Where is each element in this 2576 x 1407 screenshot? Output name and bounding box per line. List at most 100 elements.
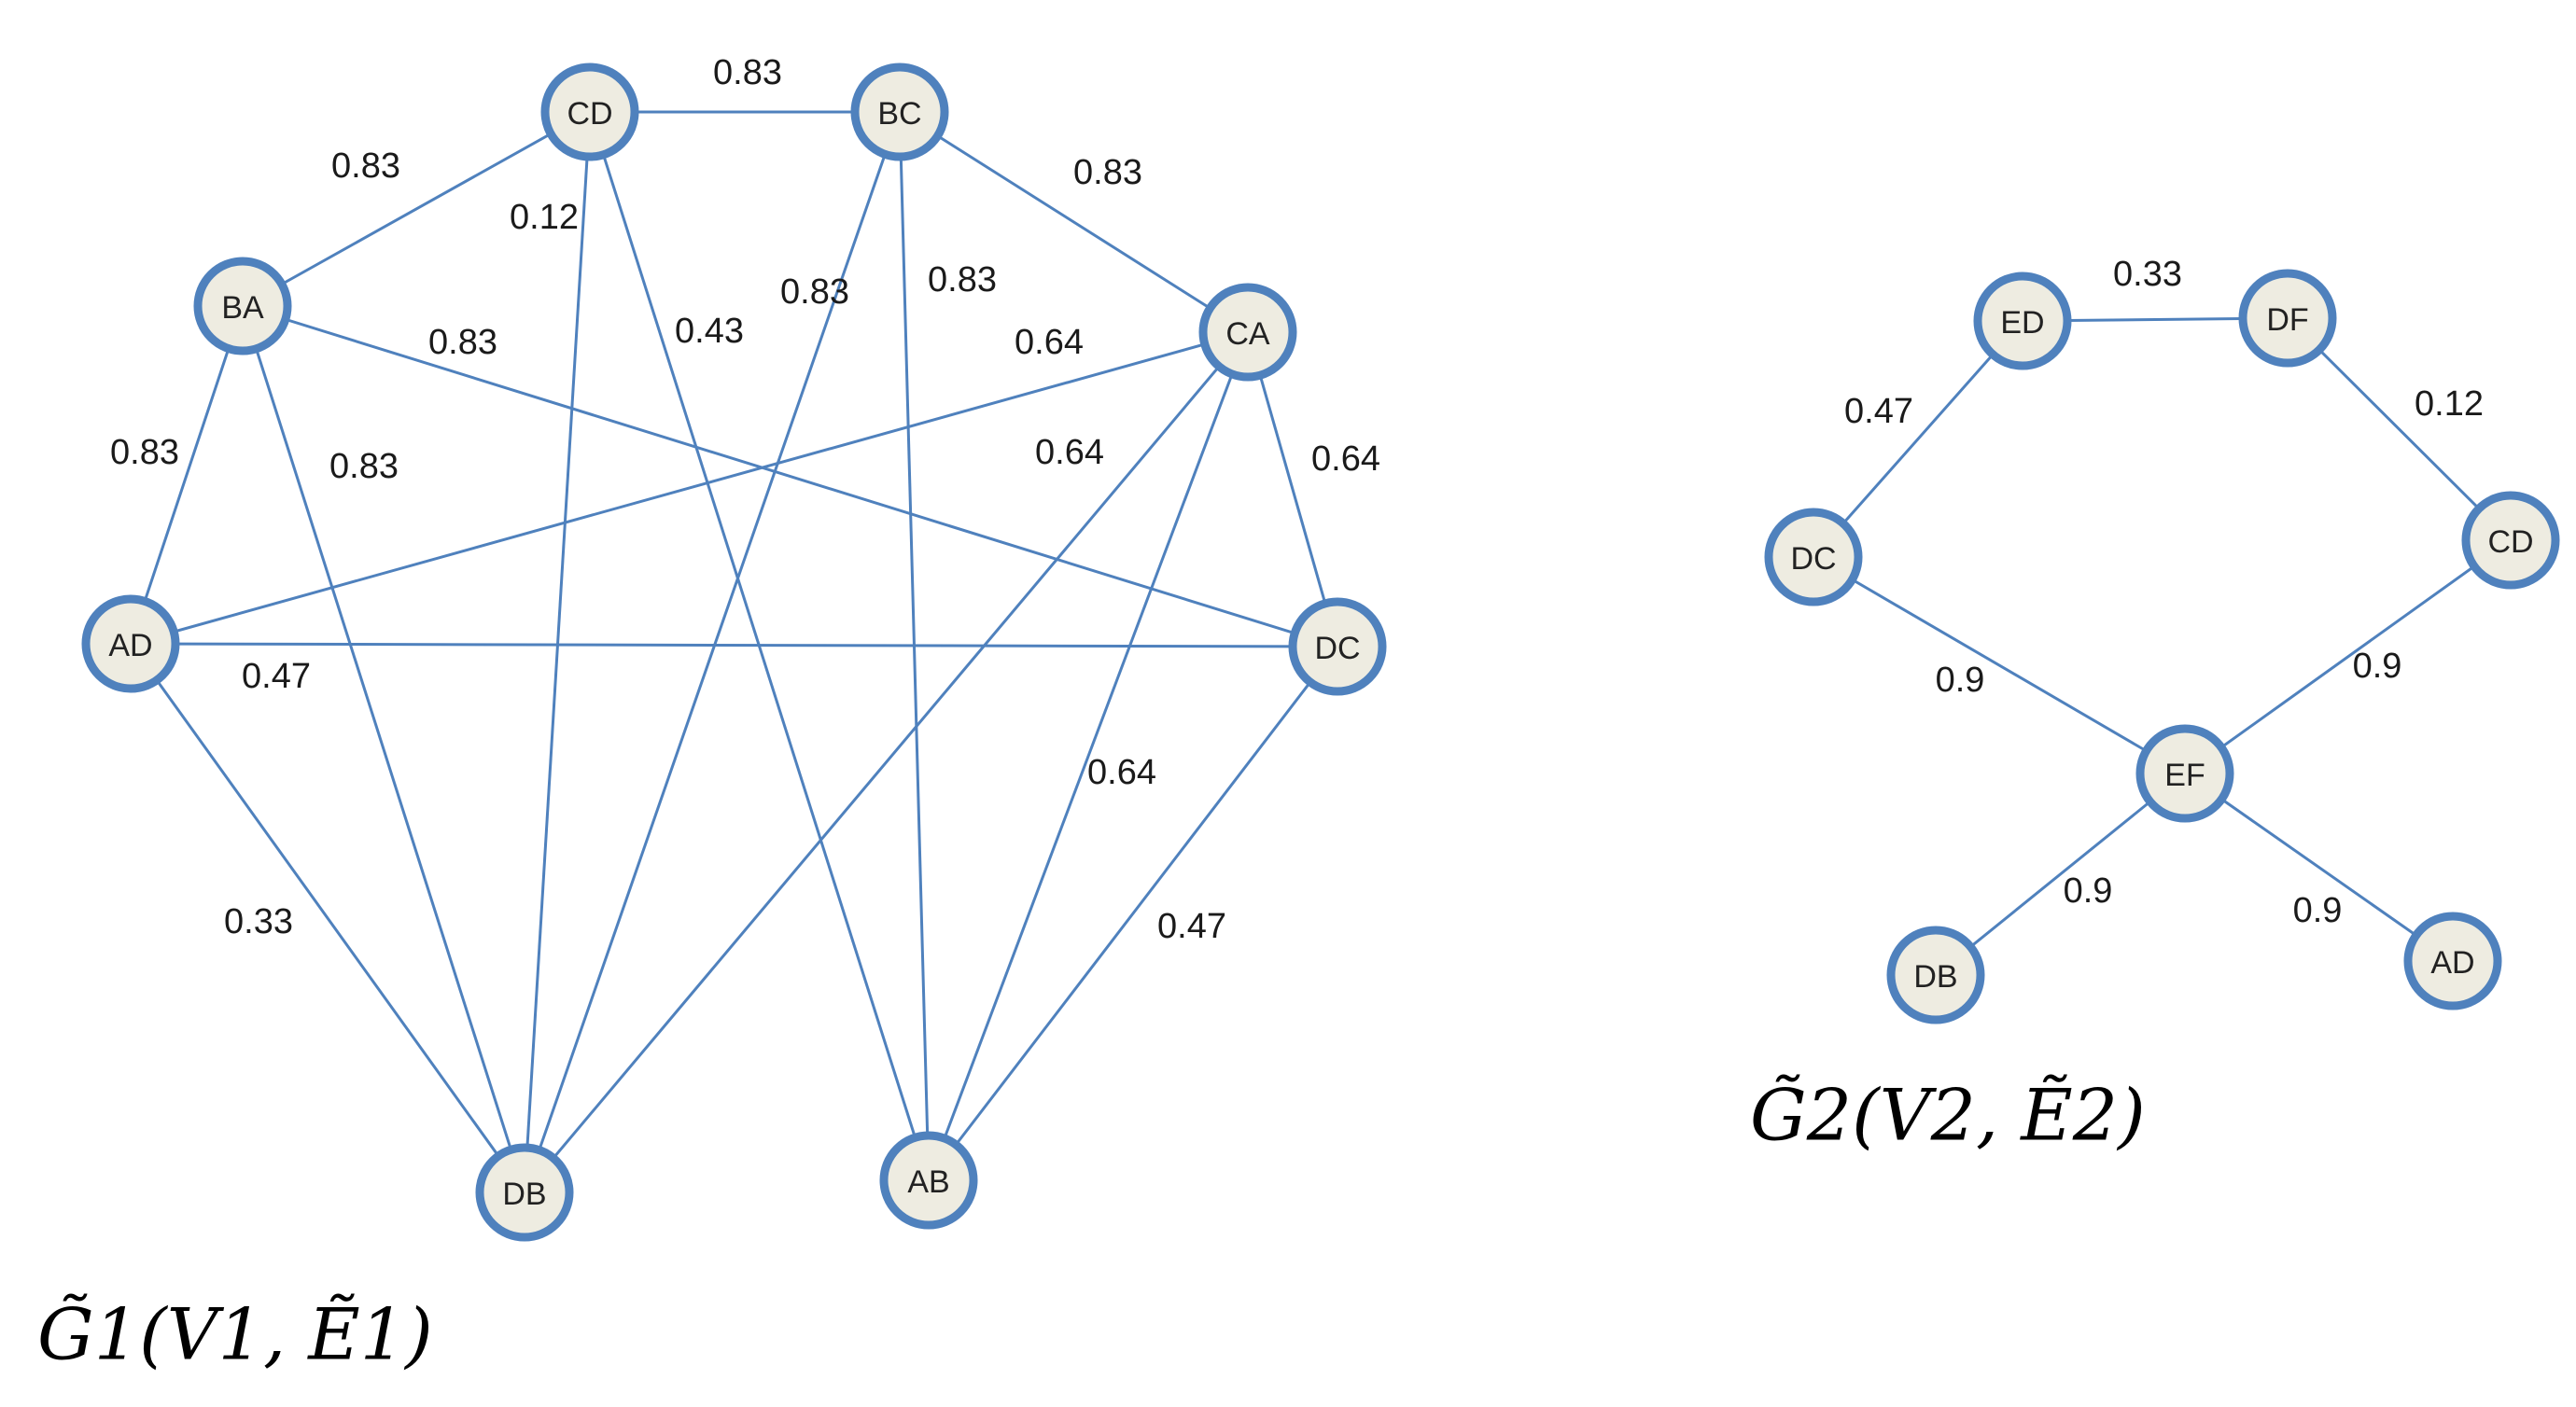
g1-edge-weights: 0.83 0.83 0.83 0.12 0.43 0.83 0.83 0.83 0.83 0.83…: [110, 53, 1380, 946]
g1-weight-ca-dc: 0.64: [1311, 439, 1380, 479]
g1-node-label-bc: BC: [877, 96, 921, 132]
g2-node-ad: AD: [2403, 912, 2502, 1010]
g1-weight-ca-db: 0.64: [1035, 433, 1104, 472]
g1-edge-ca-ab: [927, 331, 1250, 1181]
g1-node-label-dc: DC: [1314, 631, 1360, 666]
g1-weight-cd-ba: 0.83: [331, 146, 400, 186]
g1-node-bc: BC: [850, 63, 949, 161]
g1-node-ba: BA: [193, 257, 292, 355]
g1-caption: G̃1(V1, Ẽ1): [37, 1292, 433, 1376]
g1-edge-ad-dc: [130, 642, 1338, 648]
g1-weight-cd-ab: 0.43: [675, 312, 744, 351]
g1-node-circle-bc: [850, 63, 949, 161]
g1-node-dc: DC: [1288, 597, 1387, 696]
g2-node-label-db: DB: [1913, 959, 1957, 995]
g2-node-db: DB: [1886, 926, 1985, 1024]
g1-node-circle-ab: [879, 1131, 978, 1230]
g2-weight-ed-dc: 0.47: [1844, 392, 1913, 431]
g1-weight-ca-ab: 0.64: [1087, 753, 1156, 792]
g1-node-ab: AB: [879, 1131, 978, 1230]
g1-node-label-ba: BA: [221, 290, 264, 326]
g1-node-label-ad: AD: [108, 628, 152, 663]
g2-node-circle-ad: [2403, 912, 2502, 1010]
g1-node-circle-ad: [81, 594, 180, 693]
g1-edge-ba-db: [241, 305, 526, 1193]
g2-node-circle-dc: [1764, 508, 1863, 606]
g2-edge-weights: 0.33 0.47 0.12 0.9 0.9 0.9 0.9: [1844, 255, 2484, 930]
g2-node-label-cd: CD: [2487, 524, 2533, 560]
g2-node-df: DF: [2238, 269, 2337, 368]
g1-edge-bc-db: [523, 111, 902, 1193]
g1-edge-ba-dc: [242, 304, 1338, 648]
g2-node-label-ad: AD: [2430, 945, 2474, 981]
g1-weight-dc-ab: 0.47: [1157, 907, 1226, 946]
g2-weight-ef-db: 0.9: [2064, 871, 2113, 911]
g1-edge-ad-db: [129, 643, 526, 1193]
g2-node-circle-df: [2238, 269, 2337, 368]
g1-weight-bc-db: 0.83: [780, 272, 849, 312]
g1-edges: [129, 110, 1339, 1193]
g2-weight-ed-df: 0.33: [2113, 255, 2182, 294]
g2-node-label-df: DF: [2266, 302, 2308, 338]
g1-weight-ba-dc: 0.83: [428, 323, 497, 362]
g2-edges: [1812, 316, 2513, 977]
g1-weight-ad-db: 0.33: [224, 902, 293, 941]
g2-node-circle-db: [1886, 926, 1985, 1024]
g2-weight-df-cd: 0.12: [2415, 384, 2484, 424]
g1-node-label-ca: CA: [1225, 316, 1270, 352]
g2-weight-dc-ef: 0.9: [1936, 661, 1985, 700]
g2-node-label-dc: DC: [1790, 541, 1836, 577]
g2-edge-dc-ef: [1813, 555, 2186, 775]
g2-node-ed: ED: [1973, 272, 2072, 370]
g2-node-cd: CD: [2461, 491, 2560, 590]
g1-weight-cd-db: 0.12: [510, 198, 579, 237]
g1-node-ca: CA: [1198, 283, 1297, 382]
g1-nodes: CD BC BA CA AD DC DB AB: [81, 63, 1387, 1242]
g2-nodes: ED DF DC CD EF DB AD: [1764, 269, 2560, 1024]
g2-weight-ef-ad: 0.9: [2293, 891, 2343, 930]
g1-node-label-cd: CD: [567, 96, 612, 132]
g2-edge-ef-db: [1935, 772, 2186, 977]
g2-weight-cd-ef: 0.9: [2353, 647, 2402, 686]
g1-edge-ca-ad: [130, 330, 1249, 646]
g1-weight-bc-ab: 0.83: [928, 260, 997, 300]
g1-node-circle-dc: [1288, 597, 1387, 696]
g1-edge-ba-ad: [129, 305, 245, 645]
g1-weight-bc-ca: 0.83: [1073, 153, 1142, 192]
g1-weight-ba-db: 0.83: [329, 447, 399, 486]
g1-node-db: DB: [475, 1143, 574, 1242]
g2-caption: G̃2(V2, Ẽ2): [1750, 1073, 2146, 1157]
g1-node-ad: AD: [81, 594, 180, 693]
g2-node-circle-ef: [2135, 724, 2234, 823]
g1-weight-cd-bc: 0.83: [713, 53, 782, 92]
g1-node-circle-ca: [1198, 283, 1297, 382]
g2-node-label-ed: ED: [2000, 305, 2044, 341]
g1-edge-cd-db: [523, 111, 592, 1193]
g1-weight-ad-dc: 0.47: [242, 657, 311, 696]
g1-node-label-ab: AB: [907, 1164, 949, 1200]
g1-node-label-db: DB: [502, 1177, 546, 1212]
g1-edge-dc-ab: [927, 646, 1339, 1181]
g2-node-ef: EF: [2135, 724, 2234, 823]
g1-node-circle-db: [475, 1143, 574, 1242]
g1-weight-ca-ad: 0.64: [1015, 323, 1084, 362]
g2-node-label-ef: EF: [2164, 758, 2205, 793]
g1-node-circle-cd: [540, 63, 639, 161]
g1-edge-bc-ca: [899, 110, 1249, 334]
graph-g1: 0.83 0.83 0.83 0.12 0.43 0.83 0.83 0.83 0.83 0.83…: [37, 53, 1387, 1376]
g1-node-circle-ba: [193, 257, 292, 355]
g2-node-circle-cd: [2461, 491, 2560, 590]
g2-edge-ed-dc: [1812, 320, 2024, 558]
g1-edge-cd-ba: [242, 110, 591, 308]
g2-node-circle-ed: [1973, 272, 2072, 370]
g1-edge-ca-dc: [1246, 331, 1339, 648]
g1-edge-ca-db: [523, 331, 1250, 1193]
g2-edge-df-cd: [2286, 316, 2513, 542]
g1-weight-ba-ad: 0.83: [110, 433, 179, 472]
g2-node-dc: DC: [1764, 508, 1863, 606]
g2-edge-ef-ad: [2184, 772, 2454, 963]
g2-edge-cd-ef: [2184, 538, 2512, 775]
g1-node-cd: CD: [540, 63, 639, 161]
